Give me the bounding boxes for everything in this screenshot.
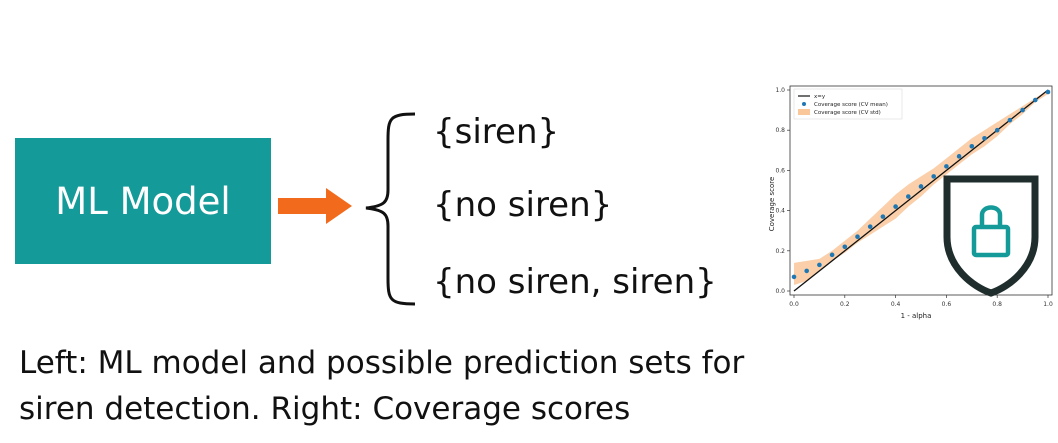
x-tick-label: 0.4	[891, 301, 901, 308]
x-tick-label: 0.0	[789, 301, 799, 308]
y-axis-label: Coverage score	[768, 177, 776, 232]
cv-mean-point	[893, 204, 898, 209]
prediction-set-no-siren: {no siren}	[433, 185, 613, 225]
cv-mean-point	[906, 194, 911, 199]
y-tick-label: 0.0	[775, 288, 785, 295]
cv-mean-point	[956, 154, 962, 159]
y-tick-label: 0.4	[775, 208, 785, 215]
cv-mean-point	[817, 262, 822, 268]
y-tick-label: 0.2	[775, 248, 785, 255]
caption: Left: ML model and possible prediction s…	[19, 340, 1039, 432]
right-arrow-icon	[278, 188, 352, 224]
x-tick-label: 0.2	[840, 301, 850, 308]
curly-brace-icon	[365, 112, 416, 306]
x-equals-y-line	[793, 89, 1049, 292]
cv-mean-point	[791, 274, 797, 280]
legend-label: x=y	[814, 94, 826, 100]
legend-label: Coverage score (CV std)	[814, 110, 881, 116]
cv-mean-point	[982, 135, 987, 141]
cv-mean-point	[931, 174, 936, 179]
ml-model-box: ML Model	[15, 138, 271, 264]
caption-line-2: siren detection. Right: Coverage scores	[19, 391, 631, 427]
x-tick-label: 0.6	[942, 301, 952, 308]
ml-model-label: ML Model	[55, 179, 231, 223]
legend-band-swatch	[798, 109, 810, 115]
cv-mean-point	[1033, 97, 1038, 103]
lock-body	[971, 224, 1011, 258]
prediction-set-siren: {siren}	[433, 112, 560, 152]
x-axis-label: 1 - alpha	[901, 312, 932, 320]
cv-mean-point	[829, 252, 835, 258]
caption-line-1: Left: ML model and possible prediction s…	[19, 345, 745, 381]
cv-mean-point	[804, 268, 809, 274]
prediction-set-no-siren-siren: {no siren, siren}	[433, 262, 717, 302]
cv-mean-point	[855, 234, 860, 240]
cv-mean-point	[842, 244, 848, 250]
y-tick-label: 0.6	[775, 167, 785, 174]
y-tick-label: 1.0	[775, 87, 785, 94]
shield-lock-icon	[943, 175, 1039, 297]
cv-mean-point	[867, 224, 873, 229]
x-tick-label: 0.8	[992, 301, 1002, 308]
cv-mean-point	[1020, 107, 1025, 113]
cv-mean-point	[880, 214, 886, 219]
cv-mean-point	[1007, 117, 1013, 123]
legend-label: Coverage score (CV mean)	[814, 102, 888, 108]
x-tick-label: 1.0	[1043, 301, 1053, 308]
cv-mean-point	[994, 127, 1000, 133]
plot-frame	[789, 85, 1053, 296]
cv-mean-point	[969, 143, 975, 149]
cv-mean-point	[944, 164, 949, 169]
cv-mean-point	[1045, 89, 1051, 95]
y-tick-label: 0.8	[775, 127, 785, 134]
legend-box	[793, 88, 903, 120]
legend-point-swatch	[802, 102, 806, 106]
cv-mean-point	[918, 184, 924, 189]
coverage-score-chart: 0.0 0.2 0.4 0.6 0.8 1.0 0.0 0.2 0.4 0.6 0.8 1.0 x=y…	[768, 85, 1053, 320]
lock-shackle	[979, 205, 1003, 227]
